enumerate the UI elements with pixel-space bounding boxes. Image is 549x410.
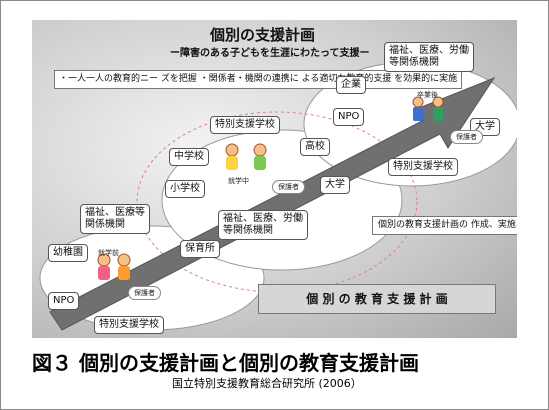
box-nursery: 保育所 bbox=[180, 240, 220, 258]
stage-preschool-label: 就学前 bbox=[98, 249, 119, 257]
note-right: 個別の教育支援計画の 作成、実施、評価 （「Plan－Do－See」の プロセス… bbox=[372, 216, 517, 235]
guardian-school: 保護者 bbox=[272, 180, 305, 194]
note-left: ・一人一人の教育的ニー ズを把握 ・関係者・機関の連携に よる適切な教育的支援 … bbox=[54, 70, 463, 89]
box-special-school-bottom: 特別支援学校 bbox=[94, 316, 164, 334]
box-special-school-mid: 特別支援学校 bbox=[210, 116, 280, 134]
diagram-figure: 個別の支援計画 ー障害のある子どもを生涯にわたって支援ー ・一人一人の教育的ニー… bbox=[32, 20, 517, 338]
box-high-school: 高校 bbox=[300, 138, 330, 156]
guardian-graduate: 保護者 bbox=[450, 130, 483, 144]
box-university-mid: 大学 bbox=[320, 176, 350, 194]
box-welfare-top: 福祉、医療、労働 等関係機関 bbox=[384, 42, 474, 72]
diagram-title: 個別の支援計画 bbox=[210, 26, 316, 44]
box-company: 企業 bbox=[336, 76, 366, 94]
guardian-preschool: 保護者 bbox=[128, 286, 161, 300]
diagram-subtitle: ー障害のある子どもを生涯にわたって支援ー bbox=[170, 48, 370, 59]
graduate-people-illustration bbox=[412, 96, 444, 121]
box-middle-school: 中学校 bbox=[169, 148, 209, 166]
box-elementary: 小学校 bbox=[165, 180, 205, 198]
preschool-children-illustration bbox=[97, 253, 131, 280]
figure-source: 国立特別支援教育総合研究所 (2006） bbox=[172, 377, 362, 390]
box-npo-top: NPO bbox=[333, 108, 365, 126]
stage-graduate-label: 卒業後 bbox=[417, 91, 438, 99]
stage-school-label: 就学中 bbox=[228, 177, 249, 185]
lifespan-arrow bbox=[49, 76, 496, 331]
box-welfare-mid: 福祉、医療、労働 等関係機関 bbox=[218, 210, 308, 240]
box-kindergarten: 幼稚園 bbox=[48, 244, 88, 262]
box-welfare-left: 福祉、医療等 関係機関 bbox=[80, 204, 150, 234]
figure-caption: 図３ 個別の支援計画と個別の教育支援計画 bbox=[32, 351, 419, 375]
box-special-school-right: 特別支援学校 bbox=[388, 158, 458, 176]
school-children-illustration bbox=[225, 143, 267, 170]
box-npo-bottom: NPO bbox=[48, 292, 80, 310]
banner-education-plan: 個 別 の 教 育 支 援 計 画 bbox=[258, 284, 496, 314]
